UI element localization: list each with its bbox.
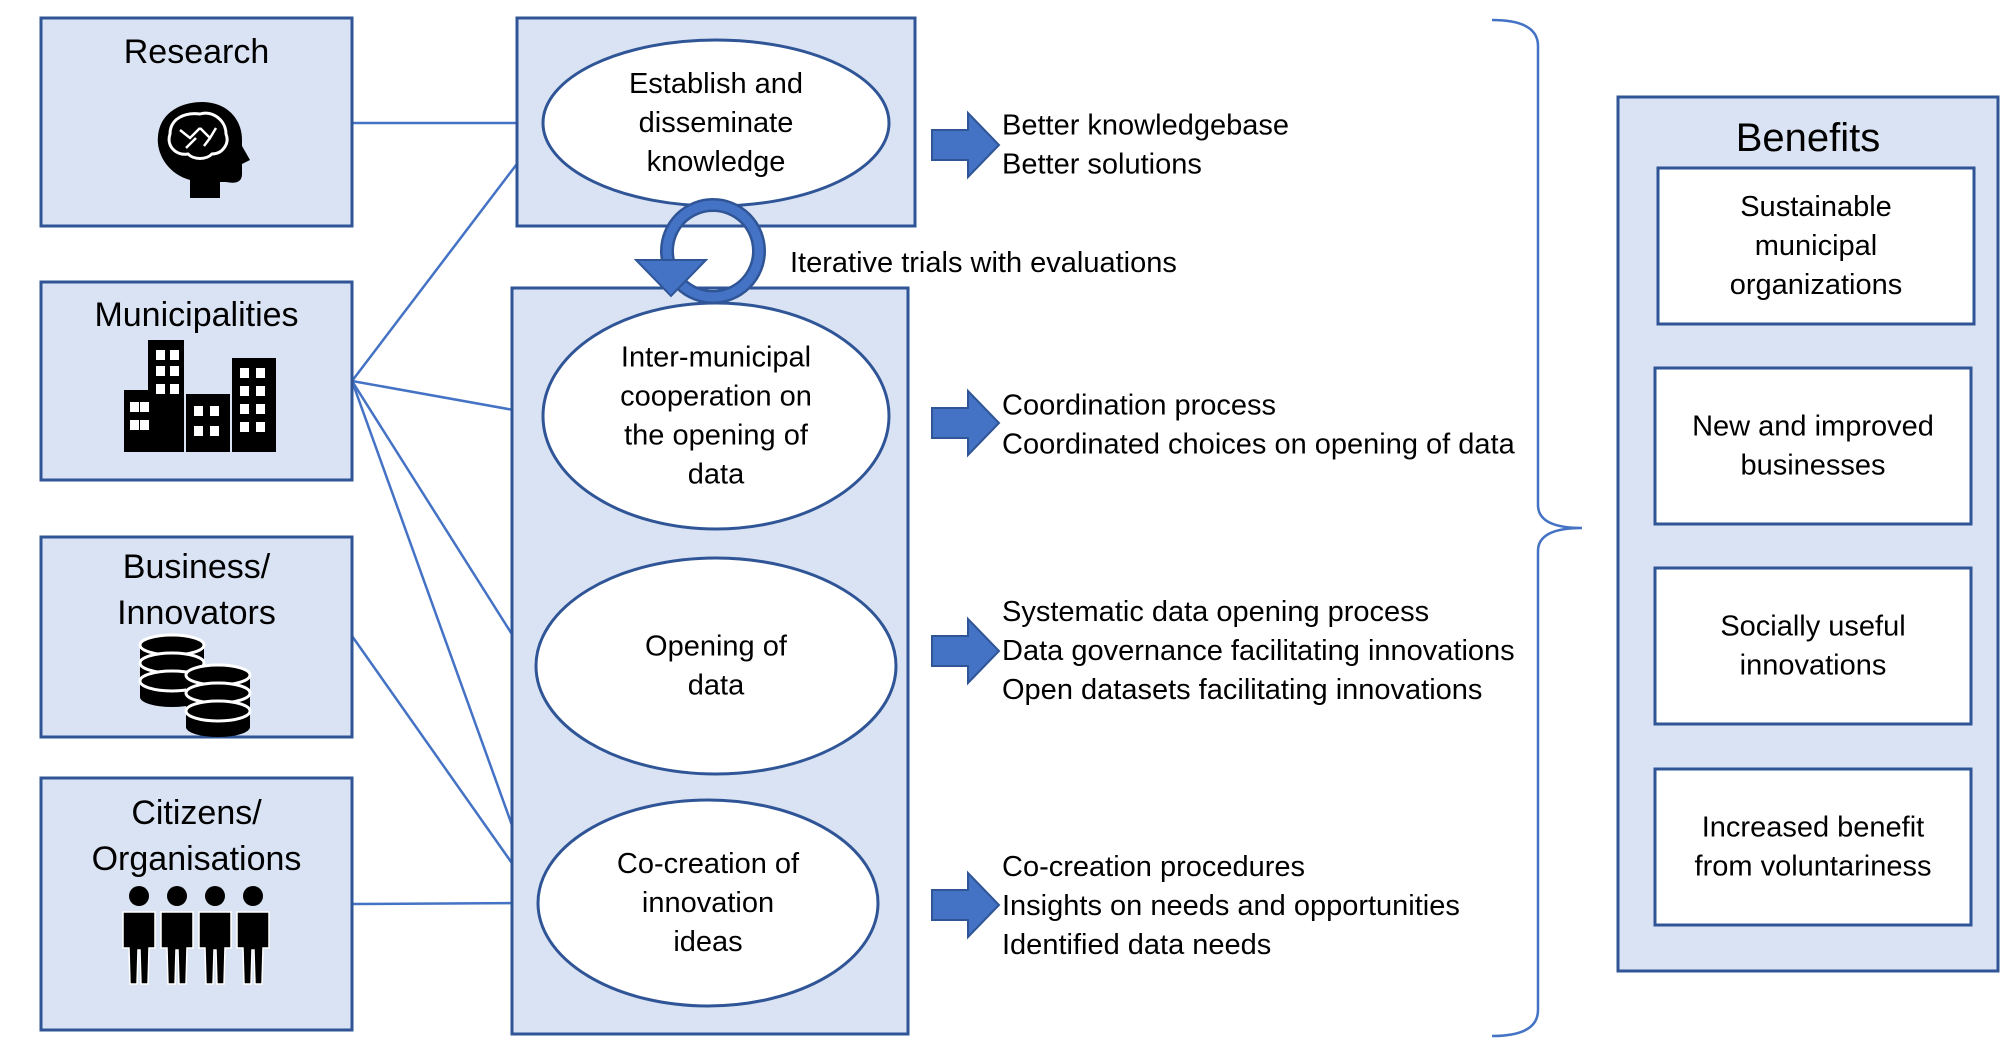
outcome-text: Coordination process <box>1002 390 1276 422</box>
connector-line <box>351 901 541 906</box>
outcome-text: Identified data needs <box>1002 929 1271 961</box>
actor-activity-connectors <box>350 121 549 906</box>
outcome-text: Systematic data opening process <box>1002 596 1429 628</box>
benefit-new-businesses: New and improved businesses <box>1653 366 1973 526</box>
activity-co-creation: Co-creation of innovation ideas <box>536 798 880 1008</box>
loop-ring-inner <box>662 200 764 302</box>
activity-ellipse <box>536 798 880 1008</box>
activity-label: knowledge <box>647 146 786 178</box>
actor-research: Research <box>39 16 354 228</box>
block-arrow <box>931 110 1001 180</box>
outcome-text: Better solutions <box>1002 149 1202 181</box>
loop-label: Iterative trials with evaluations <box>790 247 1177 279</box>
outcome-text: Data governance facilitating innovations <box>1002 635 1515 667</box>
activity-opening-data: Opening of data <box>534 556 898 776</box>
benefit-label: innovations <box>1740 650 1887 682</box>
benefit-box <box>1653 767 1973 927</box>
benefit-label: organizations <box>1730 269 1903 301</box>
loop-arrowhead <box>633 259 709 298</box>
benefit-sustainable-organizations: Sustainable municipal organizations <box>1656 166 1976 326</box>
connector-line <box>350 380 534 667</box>
block-arrow <box>931 388 1001 458</box>
activity-label: innovation <box>642 887 774 919</box>
benefit-social-innovations: Socially useful innovations <box>1653 566 1973 726</box>
outcome-text: Open datasets facilitating innovations <box>1002 674 1482 706</box>
brain-head-icon <box>157 102 250 198</box>
actor-citizens: Citizens/Organisations <box>39 776 354 1032</box>
activity-ellipse <box>541 301 891 531</box>
activity-column: Establish and disseminate knowledgeInter-m… <box>510 16 917 1036</box>
activity-ellipse <box>534 556 898 776</box>
activity-label: disseminate <box>639 107 794 139</box>
people-group-icon <box>122 886 270 985</box>
outcome-text: Co-creation procedures <box>1002 851 1305 883</box>
actor-label: Business/ <box>123 548 271 586</box>
benefit-box <box>1653 566 1973 726</box>
block-arrow <box>931 616 1001 686</box>
actor-municipalities: Municipalities <box>39 280 354 482</box>
activity-label: Inter-municipal <box>621 342 811 374</box>
actor-business: Business/Innovators <box>39 535 354 739</box>
activity-inter-municipal-cooperation: Inter-municipal cooperation on the opening… <box>541 301 891 531</box>
benefit-voluntariness: Increased benefit from voluntariness <box>1653 767 1973 927</box>
outcome-text: Better knowledgebase <box>1002 110 1289 142</box>
connector-line <box>350 380 542 904</box>
benefit-box <box>1653 366 1973 526</box>
activity-label: data <box>688 459 745 491</box>
actor-column: ResearchMunicipalitiesBusiness/Innovator… <box>39 16 354 1032</box>
activity-label: Establish and <box>629 68 803 100</box>
activity-label: data <box>688 670 745 702</box>
outcome-text: Insights on needs and opportunities <box>1002 890 1460 922</box>
benefit-label: municipal <box>1755 230 1878 262</box>
actor-label: Research <box>124 33 270 71</box>
activity-label: cooperation on <box>620 381 812 413</box>
iteration-loop: Iterative trials with evaluations <box>633 198 1177 304</box>
actor-label: Citizens/ <box>131 794 262 832</box>
activity-label: Opening of <box>645 631 788 663</box>
city-buildings-icon <box>124 340 276 452</box>
connector-line <box>350 635 542 904</box>
block-arrow <box>931 870 1001 940</box>
activity-label: Co-creation of <box>617 848 800 880</box>
benefit-box <box>1656 166 1976 326</box>
connector-line <box>351 122 549 382</box>
benefits-title: Benefits <box>1736 116 1881 160</box>
actor-box <box>39 776 354 1032</box>
benefit-label: Sustainable <box>1740 191 1892 223</box>
activity-label: the opening of <box>624 420 809 452</box>
activity-establish-knowledge: Establish and disseminate knowledge <box>541 38 891 208</box>
benefit-label: Increased benefit <box>1702 812 1924 844</box>
actor-label: Organisations <box>92 840 302 878</box>
actor-label: Innovators <box>117 594 276 632</box>
actor-label: Municipalities <box>94 296 298 334</box>
benefit-label: businesses <box>1740 450 1885 482</box>
outcome-text: Coordinated choices on opening of data <box>1002 429 1516 461</box>
curly-brace <box>1491 18 1583 1038</box>
outcome-bracket <box>1491 18 1583 1038</box>
coin-stack-icon <box>138 633 252 737</box>
benefit-label: New and improved <box>1692 411 1934 443</box>
benefit-label: Socially useful <box>1720 611 1905 643</box>
activity-label: ideas <box>673 926 742 958</box>
benefit-label: from voluntariness <box>1695 851 1932 883</box>
